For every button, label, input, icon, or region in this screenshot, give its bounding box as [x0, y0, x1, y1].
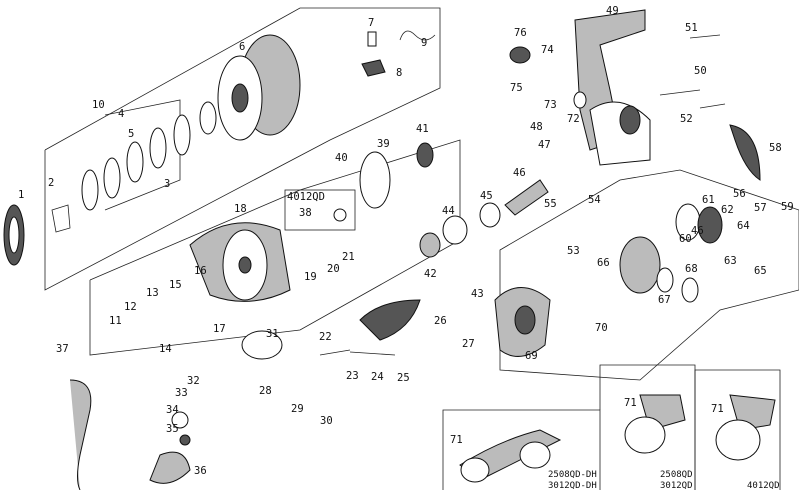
part-label: 40 — [335, 152, 348, 164]
part-label: 56 — [733, 188, 746, 200]
part-label: 72 — [567, 113, 580, 125]
part-label: 28 — [259, 385, 272, 397]
part-label: 59 — [781, 201, 794, 213]
part-label: 12 — [124, 301, 137, 313]
part-label: 52 — [680, 113, 693, 125]
part-label: 73 — [544, 99, 557, 111]
part-label: 26 — [434, 315, 447, 327]
rotor-parts — [69, 142, 434, 490]
part-label: 76 — [514, 27, 527, 39]
variant-caption: 3012QD — [660, 481, 693, 490]
part-label: 63 — [724, 255, 737, 267]
part-label: 9 — [421, 37, 427, 49]
part-label: 61 — [702, 194, 715, 206]
part-label: 60 — [679, 233, 692, 245]
handle-variant-boxes — [442, 364, 781, 490]
handle-variant-captions: 2508QD-DH 3012QD-DH 2508QD 3012QD 4012QD — [548, 470, 780, 490]
part-label: 22 — [319, 331, 332, 343]
part-label: 50 — [694, 65, 707, 77]
part-label: 16 — [194, 265, 207, 277]
part-label: 37 — [56, 343, 69, 355]
part-label: 38 — [299, 207, 312, 219]
part-label: 15 — [169, 279, 182, 291]
part-label: 58 — [769, 142, 782, 154]
part-label: 64 — [737, 220, 750, 232]
part-label: 57 — [754, 202, 767, 214]
part-label: 45 — [480, 190, 493, 202]
part-label: 21 — [342, 251, 355, 263]
part-label: 31 — [266, 328, 279, 340]
part-label: 30 — [320, 415, 333, 427]
part-label: 42 — [424, 268, 437, 280]
part-label: 71 — [624, 397, 637, 409]
body-gear-group — [419, 9, 799, 381]
part-label: 17 — [213, 323, 226, 335]
part-label: 44 — [442, 205, 455, 217]
part-label: 69 — [525, 350, 538, 362]
part-label: 62 — [721, 204, 734, 216]
part-label: 75 — [510, 82, 523, 94]
part-label: 53 — [567, 245, 580, 257]
part-label: 18 — [234, 203, 247, 215]
part-label: 4 — [118, 108, 124, 120]
part-label: 70 — [595, 322, 608, 334]
part-label: 67 — [658, 294, 671, 306]
variant-caption: 3012QD-DH — [548, 481, 597, 490]
part-label: 71 — [711, 403, 724, 415]
part-label: 24 — [371, 371, 384, 383]
part-label: 6 — [239, 41, 245, 53]
part-label: 14 — [159, 343, 172, 355]
part-label: 47 — [538, 139, 551, 151]
part-label: 8 — [396, 67, 402, 79]
part-label: 7 — [368, 17, 374, 29]
part-label: 46 — [691, 225, 704, 237]
part-label: 10 — [92, 99, 105, 111]
part-label: 13 — [146, 287, 159, 299]
part-label: 66 — [597, 257, 610, 269]
part-label: 43 — [471, 288, 484, 300]
variant-caption: 4012QD — [747, 481, 780, 490]
part-label: 1 — [18, 189, 24, 201]
part-label: 23 — [346, 370, 359, 382]
variant-caption: 2508QD — [660, 470, 693, 480]
part-label: 41 — [416, 123, 429, 135]
part-label: 68 — [685, 263, 698, 275]
part-label: 32 — [187, 375, 200, 387]
part-label: 29 — [291, 403, 304, 415]
part-label: 20 — [327, 263, 340, 275]
part-label: 33 — [175, 387, 188, 399]
part-label: 2 — [48, 177, 54, 189]
part-label: 71 — [450, 434, 463, 446]
part-label: 51 — [685, 22, 698, 34]
part-label: 49 — [606, 5, 619, 17]
part-label: 3 — [164, 178, 170, 190]
part-label: 19 — [304, 271, 317, 283]
part-label: 27 — [462, 338, 475, 350]
part-label: 36 — [194, 465, 207, 477]
part-label: 39 — [377, 138, 390, 150]
model-box-label: 4012QD — [287, 191, 325, 203]
variant-caption: 2508QD-DH — [548, 470, 597, 480]
part-label: 35 — [166, 423, 179, 435]
part-label: 5 — [128, 128, 134, 140]
part-label: 48 — [530, 121, 543, 133]
spool-parts — [3, 30, 436, 266]
part-label: 74 — [541, 44, 554, 56]
part-label: 11 — [109, 315, 122, 327]
part-label: 46 — [513, 167, 526, 179]
part-label: 34 — [166, 404, 179, 416]
part-labels: 1 2 3 4 5 6 7 8 9 10 11 12 13 14 15 16 1… — [18, 5, 794, 477]
part-label: 55 — [544, 198, 557, 210]
part-label: 54 — [588, 194, 601, 206]
part-label: 25 — [397, 372, 410, 384]
part-label: 65 — [754, 265, 767, 277]
